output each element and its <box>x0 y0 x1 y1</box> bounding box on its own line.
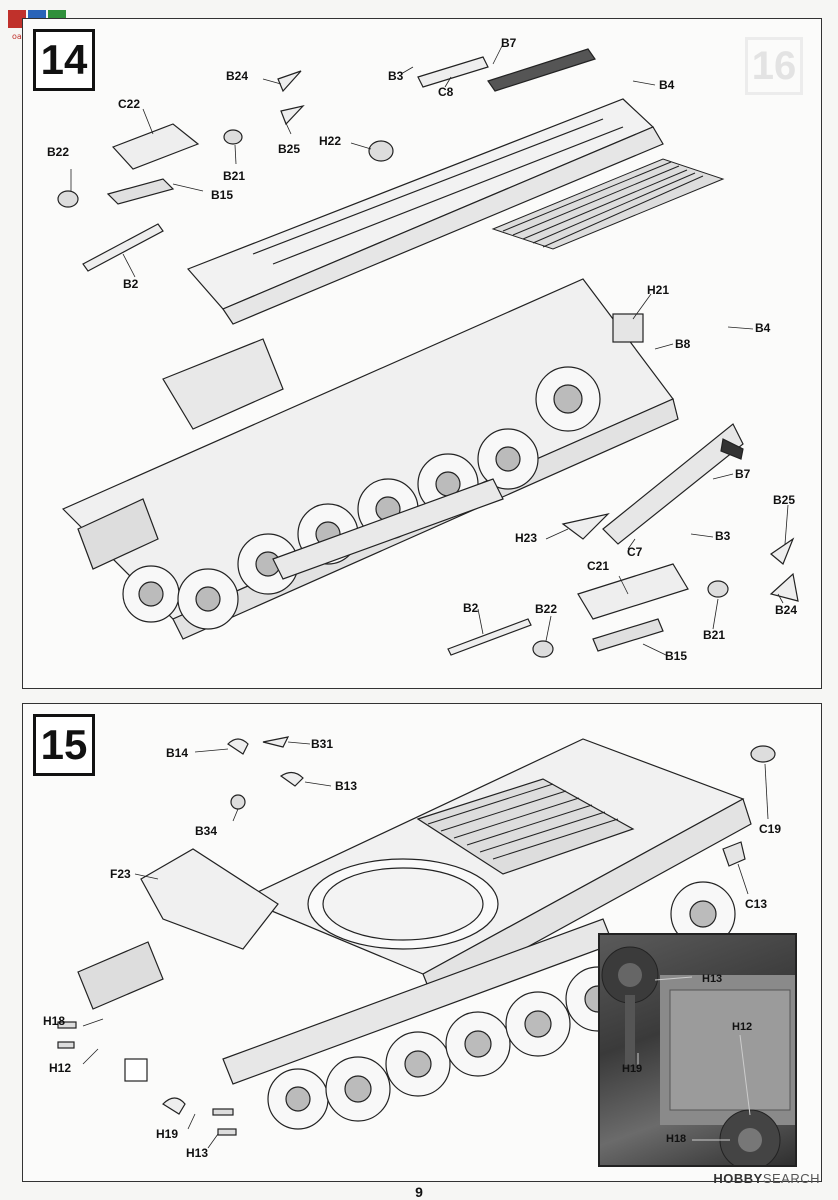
inset-label-h12: H12 <box>732 1021 753 1033</box>
label-b34: B34 <box>195 824 218 838</box>
watermark-rest: SEARCH <box>762 1171 820 1186</box>
label-b4-mid: B4 <box>755 321 771 335</box>
label-b3: B3 <box>388 69 404 83</box>
hobbysearch-watermark: HOBBYSEARCH <box>713 1171 820 1186</box>
label-b3-mid: B3 <box>715 529 731 543</box>
label-b24-right: B24 <box>775 603 798 617</box>
label-b14: B14 <box>166 746 189 760</box>
inset-label-h13: H13 <box>702 973 723 985</box>
label-b13: B13 <box>335 779 358 793</box>
label-h18: H18 <box>43 1014 66 1028</box>
label-c7: C7 <box>627 545 643 559</box>
label-c13: C13 <box>745 897 768 911</box>
watermark-brand: HOBBY <box>713 1171 763 1186</box>
label-b31: B31 <box>311 737 334 751</box>
label-h12: H12 <box>49 1061 72 1075</box>
reference-photo-inset: H13 H12 H19 H18 <box>598 933 797 1167</box>
label-b8: B8 <box>675 337 691 351</box>
label-h22: H22 <box>319 134 342 148</box>
label-c21: C21 <box>587 559 610 573</box>
label-h13: H13 <box>186 1146 209 1160</box>
label-b7: B7 <box>501 36 517 50</box>
step-15-drawing <box>57 736 776 1149</box>
label-b15-bottom: B15 <box>665 649 688 663</box>
inset-label-h18: H18 <box>666 1133 687 1145</box>
label-h21: H21 <box>647 283 670 297</box>
label-c8: C8 <box>438 85 454 99</box>
step-14-panel: 14 16 <box>22 18 822 689</box>
step-number: 15 <box>33 714 95 776</box>
label-b22: B22 <box>47 145 70 159</box>
label-b4: B4 <box>659 78 675 92</box>
label-b24: B24 <box>226 69 249 83</box>
page-number: 9 <box>415 1184 423 1200</box>
label-c19: C19 <box>759 822 782 836</box>
label-f23: F23 <box>110 867 131 881</box>
label-b7-mid: B7 <box>735 467 751 481</box>
label-b2-bottom: B2 <box>463 601 479 615</box>
label-b21-bottom: B21 <box>703 628 726 642</box>
label-c22: C22 <box>118 97 141 111</box>
label-b21: B21 <box>223 169 246 183</box>
label-h23: H23 <box>515 531 538 545</box>
label-b25-right: B25 <box>773 493 796 507</box>
label-h19: H19 <box>156 1127 179 1141</box>
step-number: 14 <box>33 29 95 91</box>
inset-label-h19: H19 <box>622 1063 643 1075</box>
step-14-drawing <box>57 43 799 658</box>
label-b15: B15 <box>211 188 234 202</box>
inset-photo <box>601 946 795 1165</box>
label-b25: B25 <box>278 142 301 156</box>
label-b22-bottom: B22 <box>535 602 558 616</box>
ghost-step-number: 16 <box>745 37 803 95</box>
label-b2: B2 <box>123 277 139 291</box>
